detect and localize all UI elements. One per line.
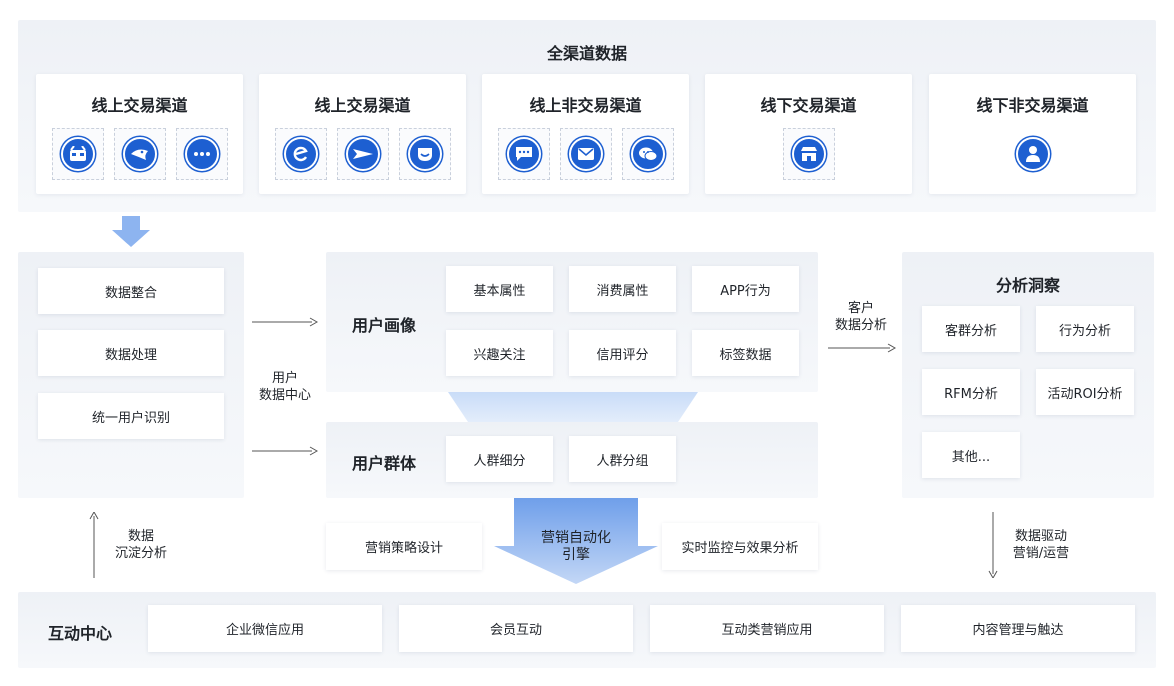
pinduoduo-icon	[408, 137, 442, 171]
funnel-shape	[448, 392, 698, 422]
person-icon-box	[1007, 128, 1059, 180]
strategy-design-box: 营销策略设计	[326, 523, 482, 570]
label-line: 数据中心	[258, 388, 311, 403]
arrow-to-group	[252, 446, 318, 456]
chat-icon	[507, 137, 541, 171]
ecommerce-e-icon-box	[275, 128, 327, 180]
tmall-icon-box	[52, 128, 104, 180]
data-processing-box: 数据处理	[38, 330, 224, 376]
channel-title: 线上交易渠道	[91, 96, 188, 115]
person-icon	[1016, 137, 1050, 171]
analysis-title: 分析洞察	[995, 276, 1060, 295]
interaction-item: 企业微信应用	[148, 605, 382, 652]
data-integration-box: 数据整合	[38, 268, 224, 314]
group-tag: 人群细分	[446, 436, 553, 482]
user-profile-title: 用户画像	[352, 316, 417, 335]
ecommerce-e-icon	[284, 137, 318, 171]
store-icon-box	[783, 128, 835, 180]
interaction-item: 内容管理与触达	[901, 605, 1135, 652]
channel-online-trade-2: 线上交易渠道	[259, 74, 466, 194]
channel-offline-nontrade: 线下非交易渠道	[929, 74, 1136, 194]
down-arrow-icon	[112, 216, 150, 247]
analysis-item: 行为分析	[1036, 306, 1134, 352]
unified-user-id-box: 统一用户识别	[38, 393, 224, 439]
wechat-icon-box	[622, 128, 674, 180]
profile-tag: 消费属性	[569, 266, 676, 312]
analysis-item: RFM分析	[922, 369, 1020, 415]
arrow-to-profile	[252, 317, 318, 327]
pinduoduo-icon-box	[399, 128, 451, 180]
channel-online-trade-1: 线上交易渠道	[36, 74, 243, 194]
channel-offline-trade: 线下交易渠道	[705, 74, 912, 194]
engine-arrow-shape	[494, 498, 658, 584]
data-driven-label: 数据驱动 营销/运营	[1004, 528, 1078, 562]
channel-title: 线下交易渠道	[760, 96, 857, 115]
interaction-item: 互动类营销应用	[650, 605, 884, 652]
wechat-icon	[631, 137, 665, 171]
label-line: 引擎	[562, 547, 590, 563]
monitoring-box: 实时监控与效果分析	[662, 523, 818, 570]
channel-online-nontrade: 线上非交易渠道	[482, 74, 689, 194]
channel-title: 线上交易渠道	[314, 96, 411, 115]
taobao-icon-box	[114, 128, 166, 180]
store-icon	[792, 137, 826, 171]
label-line: 营销自动化	[541, 530, 611, 546]
analysis-item: 活动ROI分析	[1036, 369, 1134, 415]
mail-icon	[569, 137, 603, 171]
profile-tag: 信用评分	[569, 330, 676, 376]
user-group-title: 用户群体	[352, 454, 417, 473]
profile-tag: 标签数据	[692, 330, 799, 376]
profile-tag: APP行为	[692, 266, 799, 312]
user-profile-panel: 用户画像 基本属性 消费属性 APP行为 兴趣关注 信用评分 标签数据	[326, 252, 818, 392]
customer-analysis-label: 客户 数据分析	[826, 300, 896, 334]
up-arrow	[89, 512, 99, 578]
user-data-center-label: 用户 数据中心	[250, 370, 320, 404]
label-line: 用户	[271, 371, 298, 386]
chat-icon-box	[498, 128, 550, 180]
label-line: 数据分析	[834, 318, 887, 333]
more-icon	[185, 137, 219, 171]
analysis-panel: 分析洞察 客群分析 行为分析 RFM分析 活动ROI分析 其他...	[902, 252, 1154, 498]
group-tag: 人群分组	[569, 436, 676, 482]
jd-icon	[346, 137, 380, 171]
tmall-icon	[61, 137, 95, 171]
channel-title: 线上非交易渠道	[529, 96, 642, 115]
label-line: 客户	[847, 301, 874, 316]
user-group-panel: 用户群体 人群细分 人群分组	[326, 422, 818, 498]
more-icon-box	[176, 128, 228, 180]
interaction-center-title: 互动中心	[48, 624, 113, 643]
profile-tag: 兴趣关注	[446, 330, 553, 376]
profile-tag: 基本属性	[446, 266, 553, 312]
jd-icon-box	[337, 128, 389, 180]
interaction-item: 会员互动	[399, 605, 633, 652]
down-arrow	[988, 512, 998, 578]
analysis-item: 其他...	[922, 432, 1020, 478]
interaction-center-panel: 互动中心 企业微信应用 会员互动 互动类营销应用 内容管理与触达	[18, 592, 1156, 668]
label-line: 数据驱动	[1014, 529, 1067, 544]
data-deposit-label: 数据 沉淀分析	[106, 528, 176, 562]
label-line: 营销/运营	[1012, 546, 1070, 561]
omnichannel-panel: 全渠道数据 线上交易渠道 线上交易渠道	[18, 20, 1156, 212]
arrow-to-analysis	[828, 343, 896, 353]
taobao-icon	[123, 137, 157, 171]
label-line: 数据	[127, 529, 154, 544]
data-processing-panel: 数据整合 数据处理 统一用户识别	[18, 252, 244, 498]
omnichannel-title: 全渠道数据	[546, 44, 627, 63]
analysis-item: 客群分析	[922, 306, 1020, 352]
engine-label: 营销自动化 引擎	[512, 530, 640, 564]
channel-title: 线下非交易渠道	[976, 96, 1089, 115]
mail-icon-box	[560, 128, 612, 180]
label-line: 沉淀分析	[114, 546, 167, 561]
